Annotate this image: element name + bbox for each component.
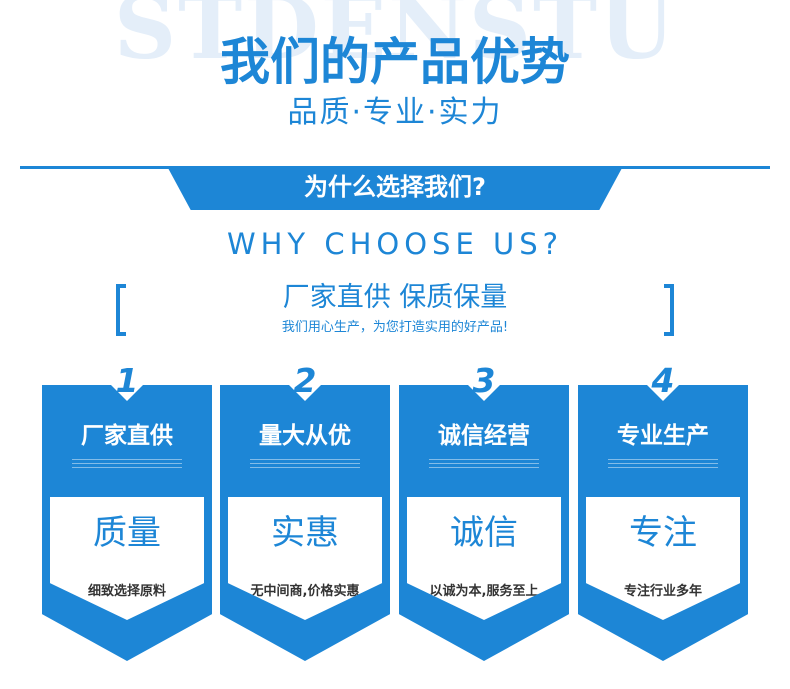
page-subtitle: 品质·专业·实力 <box>287 95 503 130</box>
card-number: 2 <box>293 361 317 400</box>
why-banner: 为什么选择我们? <box>168 168 622 210</box>
why-banner-label: 为什么选择我们? <box>304 173 486 201</box>
card-description: 以诚为本,服务至上 <box>429 584 539 599</box>
slogan-title: 厂家直供 保质保量 <box>282 282 508 313</box>
card-inner-panel: 专注 专注行业多年 <box>586 497 740 620</box>
right-bracket <box>664 284 674 336</box>
card-fine-print <box>250 459 360 469</box>
card-title: 厂家直供 <box>81 423 173 449</box>
card-fine-print <box>608 459 718 469</box>
header-watermark: STDENSTU <box>114 0 676 79</box>
card-inner-panel: 实惠 无中间商,价格实惠 <box>228 497 382 620</box>
page-title: 我们的产品优势 <box>220 33 570 91</box>
card-number: 4 <box>651 361 675 400</box>
feature-card: 量大从优 实惠 无中间商,价格实惠 2 <box>220 355 390 665</box>
card-highlight: 诚信 <box>450 513 518 553</box>
card-title: 专业生产 <box>617 423 709 449</box>
card-fine-print <box>72 459 182 469</box>
card-number: 3 <box>472 361 496 400</box>
card-fine-print <box>429 459 539 469</box>
card-body: 诚信经营 诚信 以诚为本,服务至上 <box>399 385 569 661</box>
card-inner-panel: 诚信 以诚为本,服务至上 <box>407 497 561 620</box>
card-description: 无中间商,价格实惠 <box>250 584 360 599</box>
card-inner-panel: 质量 细致选择原料 <box>50 497 204 620</box>
card-body: 专业生产 专注 专注行业多年 <box>578 385 748 661</box>
feature-card: 厂家直供 质量 细致选择原料 1 <box>42 355 212 665</box>
card-title: 量大从优 <box>259 423 351 449</box>
card-highlight: 专注 <box>629 513 697 553</box>
card-highlight: 质量 <box>93 513 161 553</box>
left-bracket <box>116 284 126 336</box>
feature-card: 诚信经营 诚信 以诚为本,服务至上 3 <box>399 355 569 665</box>
card-description: 专注行业多年 <box>623 584 702 599</box>
card-highlight: 实惠 <box>271 513 339 553</box>
card-body: 厂家直供 质量 细致选择原料 <box>42 385 212 661</box>
card-number: 1 <box>115 361 139 400</box>
divider-line <box>20 166 770 169</box>
why-english-heading: WHY CHOOSE US? <box>226 227 564 261</box>
card-description: 细致选择原料 <box>87 584 166 599</box>
slogan-subtitle: 我们用心生产，为您打造实用的好产品! <box>281 320 509 335</box>
card-title: 诚信经营 <box>438 423 530 449</box>
feature-card: 专业生产 专注 专注行业多年 4 <box>578 355 748 665</box>
card-body: 量大从优 实惠 无中间商,价格实惠 <box>220 385 390 661</box>
